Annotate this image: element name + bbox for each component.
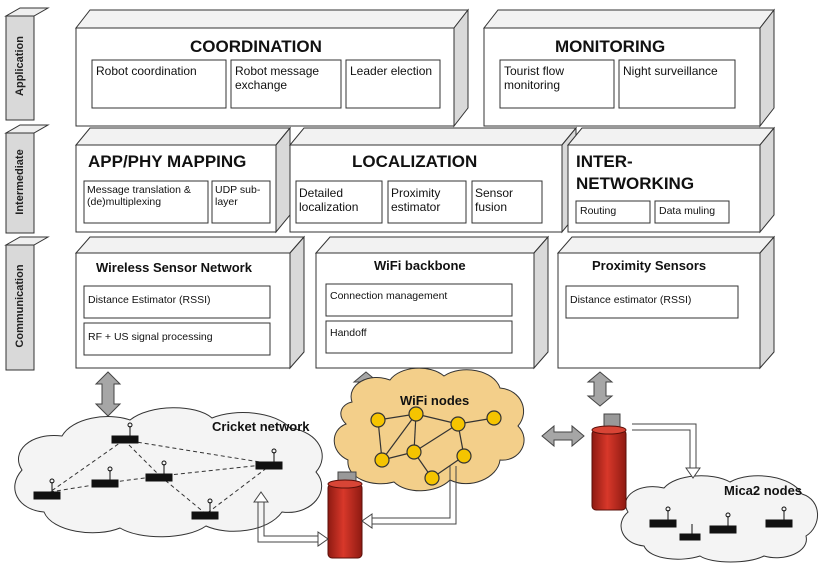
sensor-node-icon <box>765 506 793 528</box>
cricket-network-label: Cricket network <box>212 419 310 434</box>
wifi-backbone-box <box>314 235 550 370</box>
proximity-sensors-box <box>556 235 776 370</box>
sensor-node-icon <box>255 448 283 470</box>
wifi-nodes-cloud <box>333 367 525 492</box>
cricket-sensor-nodes <box>33 422 283 520</box>
mapping-item: UDP sub-layer <box>215 184 261 209</box>
mica2-nodes-cloud <box>620 475 818 563</box>
wifi-node-points <box>370 406 502 486</box>
arrow-wifi-robot-horizontal <box>541 424 585 448</box>
distance-estimator-box <box>83 285 271 319</box>
routing-box <box>575 200 651 224</box>
arrow-proximity-robot <box>586 371 614 407</box>
udp-sublayer-box <box>211 180 271 224</box>
connection-management-box <box>325 283 513 317</box>
layer-bar-intermediate <box>4 124 50 234</box>
localization-item: Detailed localization <box>299 186 359 214</box>
tourist-flow-box <box>499 59 615 109</box>
localization-title: LOCALIZATION <box>352 152 478 171</box>
mapping-item: Message translation & (de)multiplexing <box>87 184 191 209</box>
message-translation-box <box>83 180 209 224</box>
robot-links <box>253 423 701 547</box>
mica2-sensor-nodes <box>649 506 793 541</box>
layer-label-communication: Communication <box>14 264 26 348</box>
rf-us-box <box>83 322 271 356</box>
wifi-backbone-title: WiFi backbone <box>374 258 466 273</box>
sensor-node-icon <box>709 512 737 534</box>
handoff-box <box>325 320 513 354</box>
internetworking-title-line2: NETWORKING <box>576 174 695 193</box>
night-surveillance-box <box>618 59 736 109</box>
coordination-item: Robot coordination <box>96 64 197 78</box>
sensor-node-icon <box>679 524 701 541</box>
wsn-title: Wireless Sensor Network <box>96 260 252 275</box>
layer-label-application: Application <box>14 36 26 96</box>
robot-icon <box>327 471 363 559</box>
app-phy-mapping-box <box>74 126 292 234</box>
wsn-item: Distance Estimator (RSSI) <box>88 294 211 306</box>
localization-item: Sensor fusion <box>475 186 514 214</box>
sensor-fusion-box <box>471 180 543 224</box>
proximity-sensors-item: Distance estimator (RSSI) <box>570 294 692 306</box>
sensor-node-icon <box>145 460 173 482</box>
cricket-network-cloud <box>14 407 323 538</box>
monitoring-title: MONITORING <box>555 37 666 56</box>
monitoring-item: Tourist flow monitoring <box>504 64 565 92</box>
proximity-distance-box <box>565 285 739 319</box>
sensor-node-icon <box>191 498 219 520</box>
sensor-node-icon <box>111 422 139 444</box>
layer-bar-application <box>4 7 50 121</box>
arrow-wsn-cricket <box>94 371 122 417</box>
sensor-node-icon <box>91 466 119 488</box>
mapping-title: APP/PHY MAPPING <box>88 152 247 171</box>
proximity-sensors-title: Proximity Sensors <box>592 258 707 273</box>
proximity-estimator-box <box>387 180 467 224</box>
layer-label-intermediate: Intermediate <box>14 149 26 215</box>
wifi-backbone-item: Connection management <box>330 290 448 302</box>
monitoring-box <box>482 8 776 128</box>
wifi-nodes-label: WiFi nodes <box>400 393 470 408</box>
sensor-node-icon <box>33 478 61 500</box>
localization-box <box>288 126 578 234</box>
wsn-item: RF + US signal processing <box>88 331 213 343</box>
coordination-box <box>74 8 470 128</box>
sensor-node-icon <box>649 506 677 528</box>
mica2-nodes-label: Mica2 nodes <box>724 483 803 498</box>
robot-icon <box>591 413 627 511</box>
monitoring-item: Night surveillance <box>623 64 718 78</box>
layer-bar-communication <box>4 236 50 371</box>
robot-coordination-box <box>91 59 227 109</box>
internetworking-box <box>566 126 776 234</box>
localization-item: Proximity estimator <box>391 186 441 214</box>
wsn-box <box>74 235 306 370</box>
coordination-item: Leader election <box>350 64 433 78</box>
internetworking-item: Data muling <box>659 205 716 217</box>
detailed-localization-box <box>295 180 383 224</box>
internetworking-item: Routing <box>580 205 617 217</box>
coordination-item: Robot message exchange <box>235 64 320 92</box>
leader-election-box <box>345 59 441 109</box>
coordination-title: COORDINATION <box>190 37 322 56</box>
internetworking-title-line1: INTER- <box>576 152 633 171</box>
data-muling-box <box>654 200 730 224</box>
wifi-backbone-item: Handoff <box>330 327 367 339</box>
robot-message-box <box>230 59 342 109</box>
